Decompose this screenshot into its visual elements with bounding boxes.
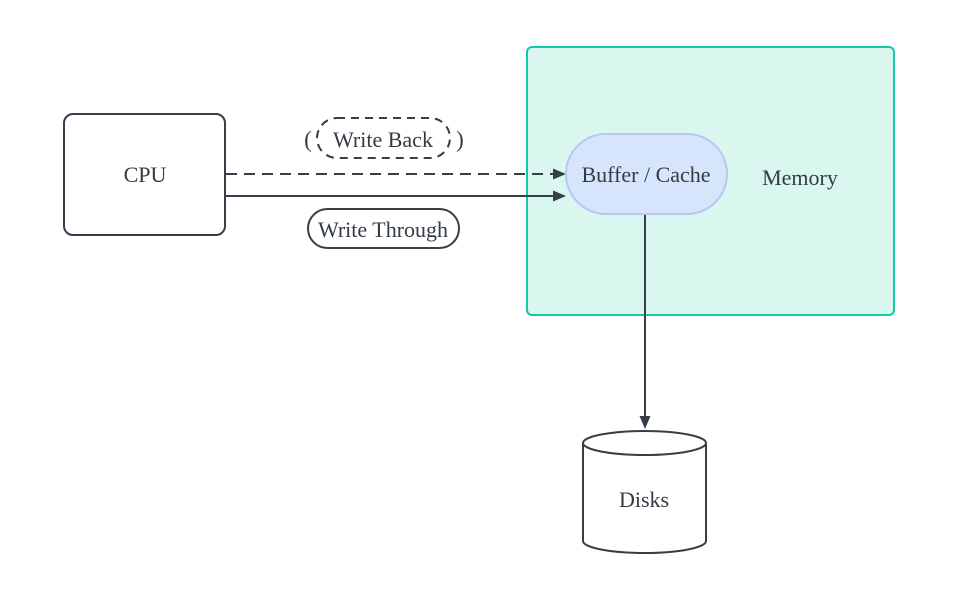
- cpu-box: [63, 113, 226, 236]
- node-buffer-cache: Buffer / Cache: [565, 133, 728, 215]
- memory-label: Memory: [762, 165, 838, 190]
- write-back-label: Write Back: [333, 127, 433, 152]
- node-cpu: CPU: [63, 113, 226, 236]
- write-back-paren-open: (: [304, 127, 312, 152]
- write-through-pill: [307, 208, 460, 249]
- buffer-cache-label: Buffer / Cache: [581, 162, 710, 187]
- node-disks: Disks: [582, 430, 708, 554]
- write-back-paren-close: ): [456, 127, 464, 152]
- edge-label-write-through: Write Through: [307, 208, 460, 249]
- buffer-cache-pill: [565, 133, 728, 215]
- disks-label: Disks: [619, 487, 669, 512]
- write-through-label: Write Through: [318, 217, 448, 242]
- write-back-pill: [316, 117, 451, 159]
- disks-cylinder: [582, 430, 708, 554]
- edge-label-write-back: ( Write Back ): [304, 117, 464, 159]
- cpu-label: CPU: [124, 162, 167, 187]
